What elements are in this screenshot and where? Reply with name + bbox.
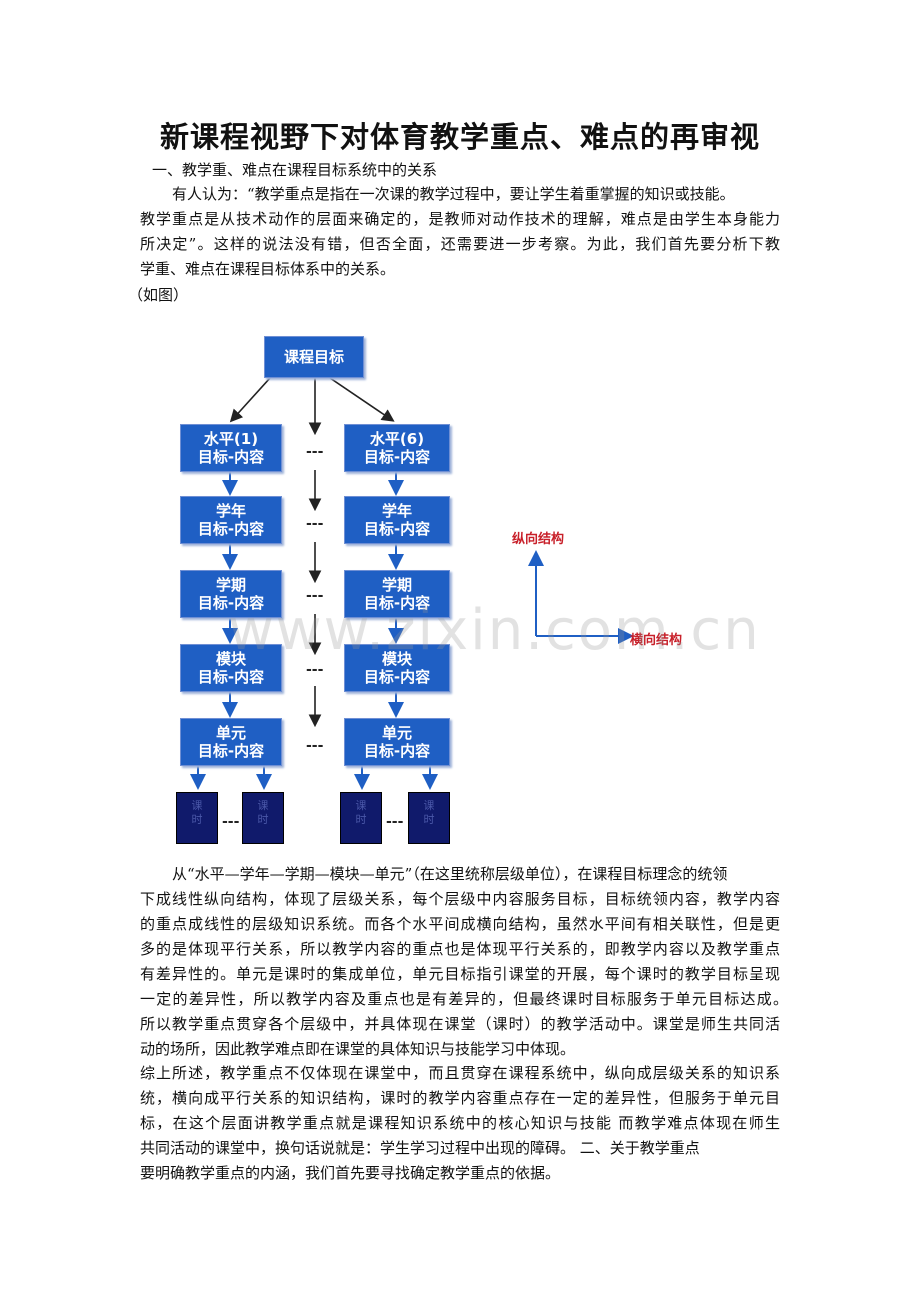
vertical-axis-label: 纵向结构 — [512, 532, 565, 547]
box-line: 目标-内容 — [363, 520, 431, 538]
para1-line: 学重、难点在课程目标体系中的关系。 — [140, 260, 396, 278]
semester-box-left: 学期 目标-内容 — [180, 570, 282, 618]
ellipsis-marker: --- — [306, 516, 324, 532]
unit-box-left: 单元 目标-内容 — [180, 718, 282, 766]
para1-line: 教学重点是从技术动作的层面来确定的，是教师对动作技术的理解，难点是由学生本身能力 — [140, 210, 780, 228]
box-line: 目标-内容 — [197, 668, 265, 686]
ellipsis-marker: --- — [222, 814, 240, 830]
root-goal-label: 课程目标 — [283, 348, 344, 366]
para2-line: 从“水平—学年—学期—模块—单元”（在这里统称层级单位），在课程目标理念的统领 — [172, 865, 728, 883]
para1-line: 有人认为：“教学重点是指在一次课的教学过程中，要让学生着重掌握的知识或技能。 — [172, 185, 735, 203]
box-line: 学年 — [381, 502, 412, 520]
box-line: 学年 — [215, 502, 246, 520]
para3-line: 统，横向成平行关系的知识结构，课时的教学内容重点存在一定的差异性，但服务于单元目 — [140, 1089, 780, 1107]
year-box-right: 学年 目标-内容 — [344, 496, 450, 544]
level-box-left: 水平(1) 目标-内容 — [180, 424, 282, 472]
ellipsis-marker: --- — [306, 444, 324, 460]
box-line: 目标-内容 — [363, 668, 431, 686]
module-box-right: 模块 目标-内容 — [344, 644, 450, 692]
box-line: 模块 — [215, 650, 246, 668]
box-line: 水平(6) — [369, 430, 425, 448]
para2-line: 所以教学重点贯穿各个层级中，并具体现在课堂（课时）的教学活动中。课堂是师生共同活 — [140, 1015, 780, 1033]
ellipsis-marker: --- — [306, 662, 324, 678]
box-line: 模块 — [381, 650, 412, 668]
figure-reference: （如图） — [128, 286, 189, 304]
box-line: 目标-内容 — [363, 448, 431, 466]
level-box-right: 水平(6) 目标-内容 — [344, 424, 450, 472]
year-box-left: 学年 目标-内容 — [180, 496, 282, 544]
para3-line: 标，在这个层面讲教学重点就是课程知识系统中的核心知识与技能 而教学难点体现在师生 — [140, 1114, 780, 1132]
ellipsis-marker: --- — [306, 588, 324, 604]
para3-line: 综上所述，教学重点不仅体现在课堂中，而且贯穿在课程系统中，纵向成层级关系的知识系 — [140, 1064, 780, 1082]
page-title: 新课程视野下对体育教学重点、难点的再审视 — [159, 120, 760, 154]
watermark: www.zixin.com.cn — [228, 598, 761, 663]
para3-line: 要明确教学重点的内涵，我们首先要寻找确定教学重点的依据。 — [140, 1164, 561, 1182]
horizontal-axis-label: 横向结构 — [630, 633, 683, 648]
box-line: 目标-内容 — [197, 742, 265, 760]
box-line: 学期 — [215, 576, 246, 594]
box-line: 单元 — [215, 724, 246, 742]
para2-line: 下成线性纵向结构，体现了层级关系，每个层级中内容服务目标，目标统领内容，教学内容 — [140, 890, 780, 908]
lesson-box: 课时 — [176, 792, 218, 844]
para2-line: 的重点成线性的层级知识系统。而各个水平间成横向结构，虽然水平间有相关联性，但是更 — [140, 915, 780, 933]
box-line: 学期 — [381, 576, 412, 594]
para2-line: 有差异性的。单元是课时的集成单位，单元目标指引课堂的开展，每个课时的教学目标呈现 — [140, 965, 780, 983]
ellipsis-marker: --- — [386, 814, 404, 830]
para2-line: 动的场所，因此教学难点即在课堂的具体知识与技能学习中体现。 — [140, 1040, 576, 1058]
para3-line: 共同活动的课堂中，换句话说就是：学生学习过程中出现的障碍。 二、关于教学重点 — [140, 1139, 700, 1157]
box-line: 目标-内容 — [197, 594, 265, 612]
lesson-box: 课时 — [408, 792, 450, 844]
box-line: 单元 — [381, 724, 412, 742]
unit-box-right: 单元 目标-内容 — [344, 718, 450, 766]
section-heading: 一、教学重、难点在课程目标系统中的关系 — [152, 161, 438, 179]
box-line: 水平(1) — [203, 430, 259, 448]
box-line: 目标-内容 — [363, 594, 431, 612]
lesson-box: 课时 — [340, 792, 382, 844]
ellipsis-marker: --- — [306, 738, 324, 754]
para1-line: 所决定”。这样的说法没有错，但否全面，还需要进一步考察。为此，我们首先要分析下教 — [140, 235, 780, 253]
para2-line: 多的是体现平行关系，所以教学内容的重点也是体现平行关系的，即教学内容以及教学重点 — [140, 940, 780, 958]
module-box-left: 模块 目标-内容 — [180, 644, 282, 692]
box-line: 目标-内容 — [197, 520, 265, 538]
semester-box-right: 学期 目标-内容 — [344, 570, 450, 618]
box-line: 目标-内容 — [197, 448, 265, 466]
lesson-box: 课时 — [242, 792, 284, 844]
para2-line: 一定的差异性，所以教学内容及重点也是有差异的，但最终课时目标服务于单元目标达成。 — [140, 990, 788, 1008]
diagram-arrows — [190, 377, 634, 790]
root-goal-box: 课程目标 — [264, 336, 364, 378]
box-line: 目标-内容 — [363, 742, 431, 760]
